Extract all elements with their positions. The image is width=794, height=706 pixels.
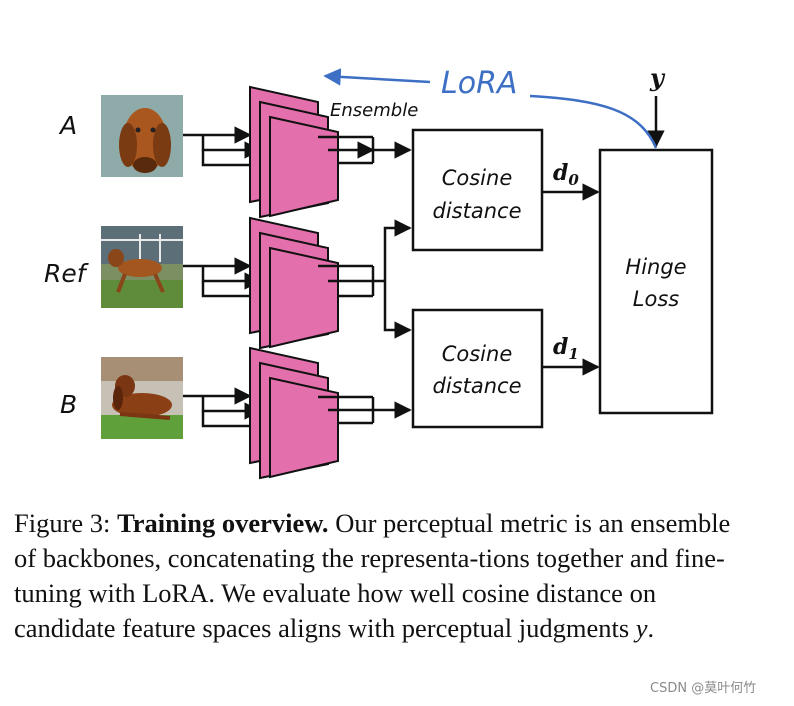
caption-figure-label: Figure 3: xyxy=(14,508,111,538)
input-arrows-a xyxy=(183,126,272,174)
d1-label: d1 xyxy=(553,334,579,363)
y-label: y xyxy=(649,63,666,92)
cosine-bottom-line2: distance xyxy=(433,374,522,398)
caption-body: Our perceptual metric is an ensemble of … xyxy=(14,508,731,643)
input-label-b: B xyxy=(60,390,77,419)
encoder-stack-a xyxy=(249,85,339,219)
encoder-outputs-ref xyxy=(318,219,412,339)
hinge-line2: Loss xyxy=(633,287,679,311)
input-arrows-b xyxy=(183,387,272,435)
training-overview-diagram: A Ref B xyxy=(44,63,714,480)
cosine-bottom-line1: Cosine xyxy=(442,342,513,366)
input-label-ref: Ref xyxy=(44,259,89,288)
image-b-dog xyxy=(101,357,183,439)
ensemble-label: Ensemble xyxy=(330,100,418,121)
hinge-loss-box: Hinge Loss xyxy=(598,148,714,415)
caption-title: Training overview. xyxy=(117,508,329,538)
cosine-top-line2: distance xyxy=(433,199,522,223)
cosine-top-line1: Cosine xyxy=(442,166,513,190)
cosine-distance-box-top: Cosine distance xyxy=(411,128,544,252)
lora-arrow-head-line xyxy=(323,68,431,86)
d0-label: d0 xyxy=(553,160,579,189)
figure-caption: Figure 3: Training overview. Our percept… xyxy=(14,506,732,646)
encoder-outputs-a xyxy=(318,135,412,165)
cosine-distance-box-bottom: Cosine distance xyxy=(411,308,544,429)
encoder-stack-ref xyxy=(249,216,339,350)
input-arrows-ref xyxy=(183,257,272,305)
input-label-a: A xyxy=(58,111,77,140)
csdn-watermark: CSDN @莫叶何竹 xyxy=(650,681,757,696)
lora-arrow xyxy=(529,94,658,149)
image-ref-dog xyxy=(101,226,183,308)
caption-var: y xyxy=(635,613,648,643)
encoder-stack-b xyxy=(249,346,339,480)
hinge-line1: Hinge xyxy=(625,255,686,279)
encoder-outputs-b xyxy=(318,395,412,425)
image-a-noisy-dog xyxy=(101,95,183,177)
lora-label: LoRA xyxy=(441,66,517,101)
caption-end: . xyxy=(647,613,655,643)
